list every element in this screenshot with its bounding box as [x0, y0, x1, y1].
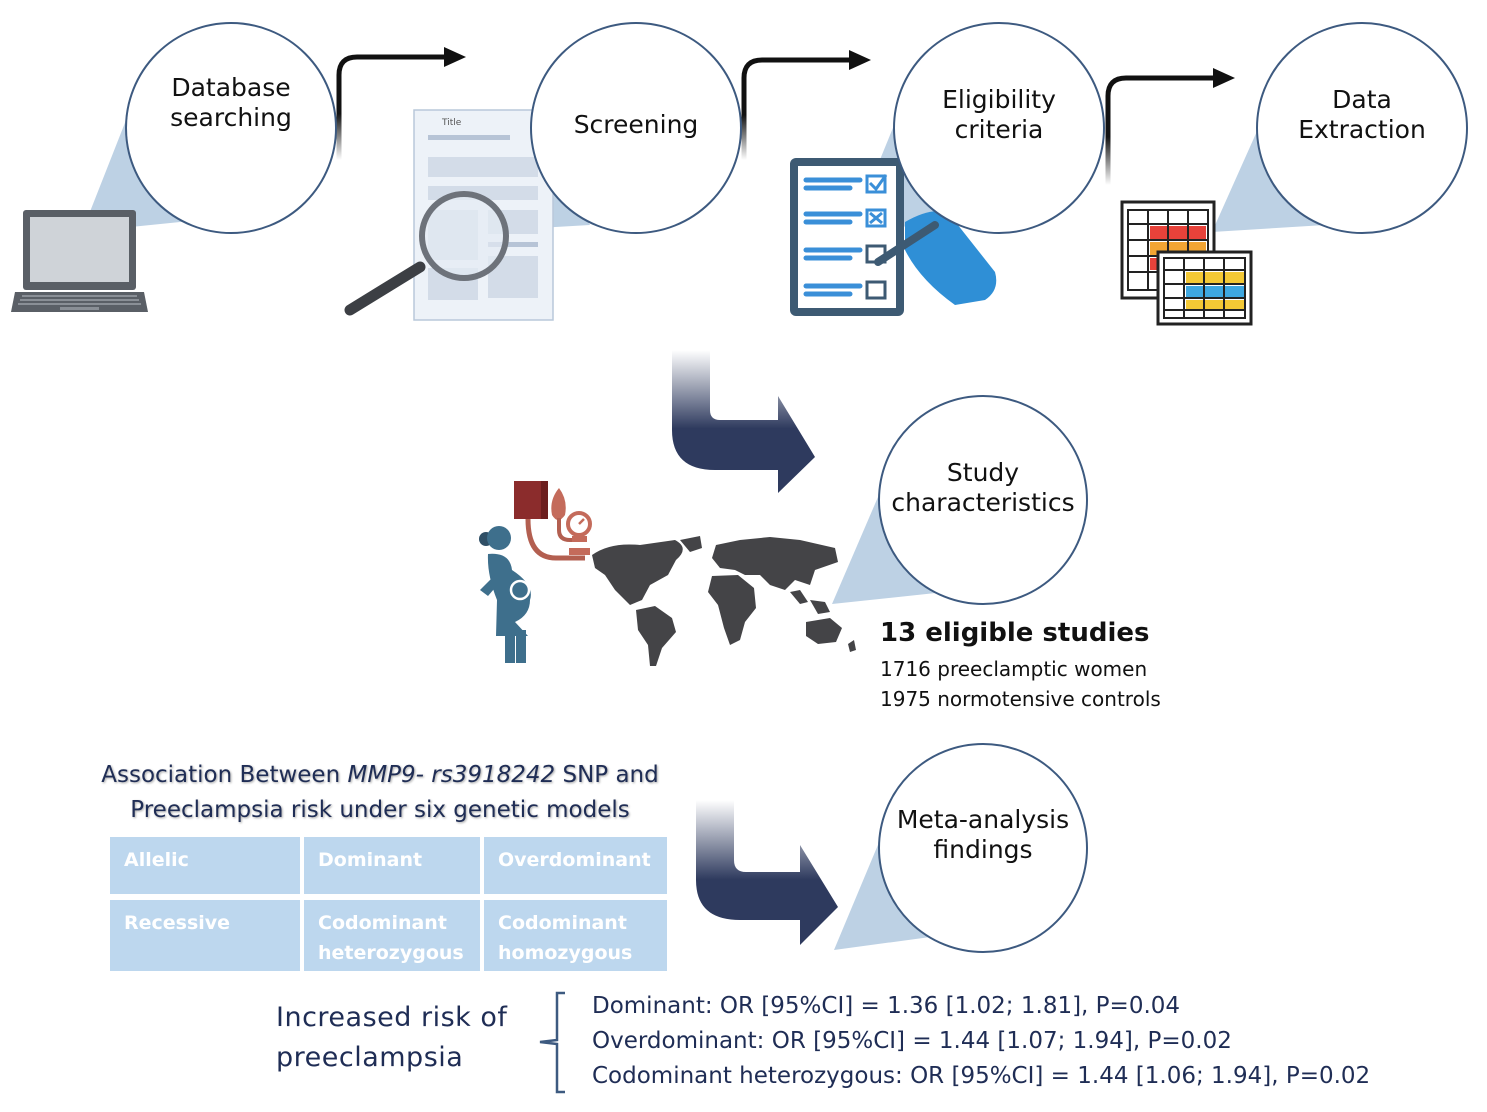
- step-circle-database: [125, 22, 337, 234]
- step-circle-characteristics: [878, 395, 1088, 605]
- step-label-database: Database searching: [131, 73, 331, 133]
- step-label-line: Extraction: [1298, 115, 1426, 144]
- model-cell-text: Overdominant: [498, 849, 651, 871]
- results-bracket: [539, 991, 565, 1094]
- step-label-line: Screening: [573, 110, 699, 139]
- navy-arrow-2: [696, 800, 838, 945]
- step-label-line: searching: [170, 103, 292, 132]
- pregnant-woman-icon: [479, 526, 531, 663]
- model-cell-text: Codominant: [318, 912, 447, 934]
- result-overdominant: Overdominant: OR [95%CI] = 1.44 [1.07; 1…: [592, 1028, 1232, 1054]
- model-cell-dominant: Dominant: [304, 837, 480, 894]
- association-title-line2: Preeclampsia risk under six genetic mode…: [130, 797, 630, 823]
- step-label-line: Data: [1332, 85, 1392, 114]
- step-label-line: criteria: [954, 115, 1044, 144]
- step-label-characteristics: Study characteristics: [883, 458, 1083, 518]
- step-label-line: Study: [946, 458, 1020, 487]
- step-arrow-1: [336, 47, 466, 160]
- checklist-icon: [790, 158, 997, 316]
- model-cell-codominant-homozygous: Codominant homozygous: [484, 900, 667, 971]
- association-title-post: SNP and: [555, 762, 659, 788]
- association-title-pre: Association Between: [101, 762, 348, 788]
- association-gene: MMP9- rs3918242: [347, 762, 556, 788]
- step-circle-findings: [878, 743, 1088, 953]
- step-arrow-3: [1105, 68, 1235, 185]
- step-label-line: Meta-analysis: [896, 805, 1070, 834]
- laptop-icon: [11, 210, 148, 312]
- risk-label-line2: preeclampsia: [276, 1042, 464, 1073]
- step-label-line: Eligibility: [942, 85, 1056, 114]
- blood-pressure-icon: [514, 481, 592, 561]
- world-map-icon: [592, 536, 856, 666]
- model-cell-text: Codominant: [498, 912, 627, 934]
- eligible-cases-line: 1716 preeclamptic women: [880, 657, 1148, 681]
- model-cell-allelic: Allelic: [110, 837, 300, 894]
- step-label-line: findings: [933, 835, 1033, 864]
- step-arrow-2: [741, 50, 871, 160]
- step-label-line: characteristics: [891, 488, 1075, 517]
- model-cell-overdominant: Overdominant: [484, 837, 667, 894]
- eligible-controls-line: 1975 normotensive controls: [880, 687, 1161, 711]
- model-cell-text: Allelic: [124, 849, 189, 871]
- model-cell-text: Dominant: [318, 849, 423, 871]
- result-dominant: Dominant: OR [95%CI] = 1.36 [1.02; 1.81]…: [592, 993, 1181, 1019]
- step-circle-eligibility: [893, 22, 1105, 234]
- model-cell-text: heterozygous: [318, 942, 464, 964]
- step-label-extraction: Data Extraction: [1262, 85, 1462, 145]
- step-label-screening: Screening: [536, 110, 736, 140]
- model-cell-codominant-heterozygous: Codominant heterozygous: [304, 900, 480, 971]
- step-label-findings: Meta-analysis findings: [883, 805, 1083, 865]
- model-cell-text: homozygous: [498, 942, 633, 964]
- association-title-line1: Association Between MMP9- rs3918242 SNP …: [90, 762, 670, 788]
- spreadsheet-icon: [1120, 200, 1253, 326]
- step-label-line: Database: [171, 73, 291, 102]
- document-title-text: Title: [442, 118, 462, 128]
- navy-arrow-1: [672, 350, 815, 493]
- eligible-studies-title: 13 eligible studies: [880, 618, 1150, 648]
- step-label-eligibility: Eligibility criteria: [899, 85, 1099, 145]
- step-circle-extraction: [1256, 22, 1468, 234]
- step-circle-screening: [530, 22, 742, 234]
- result-codominant-heterozygous: Codominant heterozygous: OR [95%CI] = 1.…: [592, 1063, 1371, 1089]
- risk-label-line1: Increased risk of: [276, 1002, 508, 1033]
- model-cell-text: Recessive: [124, 912, 231, 934]
- model-cell-recessive: Recessive: [110, 900, 300, 971]
- magnifier-document-icon: [344, 109, 554, 321]
